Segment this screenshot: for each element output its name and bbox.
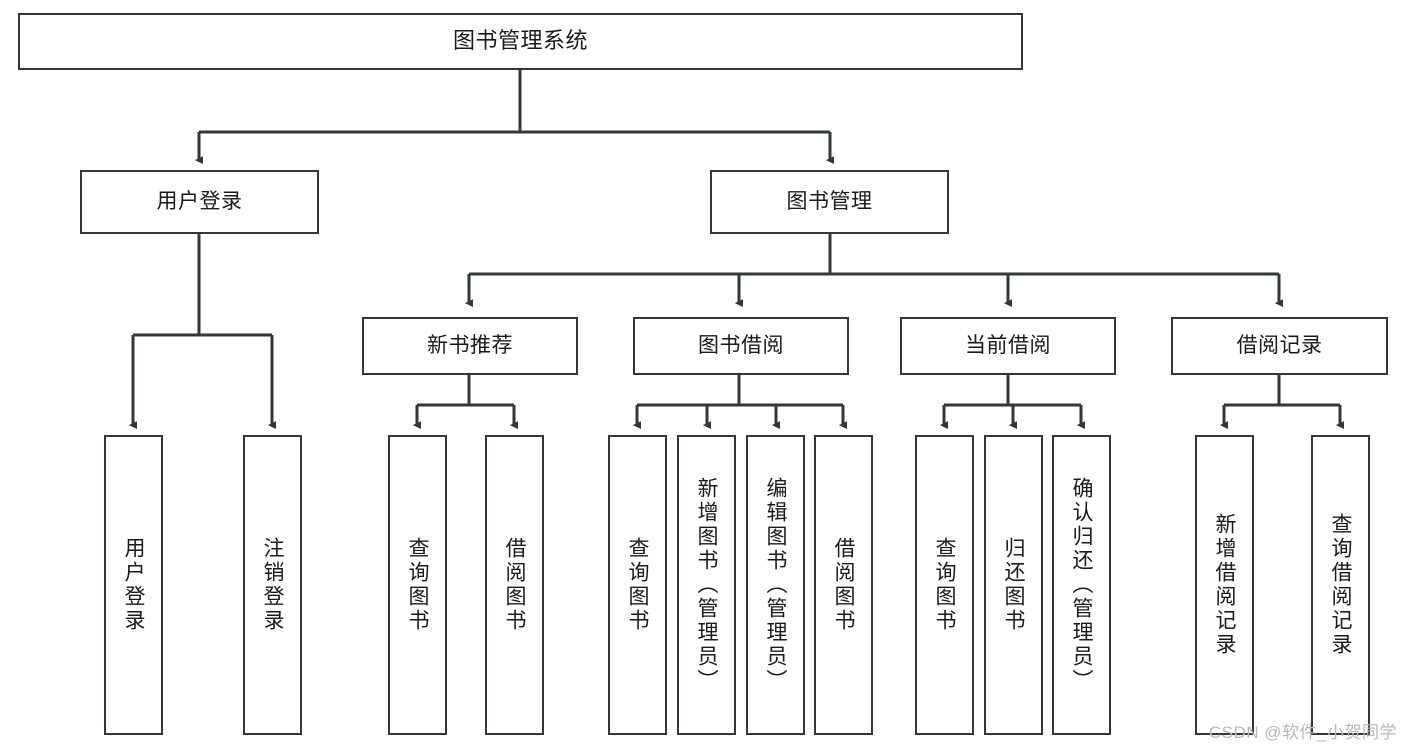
node-label: 查询图书 — [626, 537, 650, 633]
node-label: 查询图书 — [406, 537, 430, 633]
node-leaf-confirm-return[interactable]: 确认归还（管理员） — [1052, 435, 1111, 735]
node-label: 编辑图书（管理员） — [764, 477, 788, 693]
node-label: 图书管理 — [786, 190, 873, 214]
node-book-borrow[interactable]: 图书借阅 — [633, 317, 849, 375]
node-label: 图书借阅 — [698, 334, 784, 358]
node-leaf-borrow-book-2[interactable]: 借阅图书 — [814, 435, 873, 735]
node-label: 用户登录 — [156, 190, 243, 214]
node-label: 借阅图书 — [503, 537, 527, 633]
node-current-borrow[interactable]: 当前借阅 — [900, 317, 1116, 375]
node-leaf-add-book[interactable]: 新增图书（管理员） — [677, 435, 736, 735]
node-leaf-edit-book[interactable]: 编辑图书（管理员） — [746, 435, 805, 735]
node-leaf-add-record[interactable]: 新增借阅记录 — [1195, 435, 1254, 735]
node-new-book-recommend[interactable]: 新书推荐 — [362, 317, 578, 375]
node-book-manage[interactable]: 图书管理 — [710, 170, 949, 234]
node-leaf-query-book-1[interactable]: 查询图书 — [388, 435, 447, 735]
node-label: 当前借阅 — [965, 334, 1051, 358]
node-label: 借阅图书 — [832, 537, 856, 633]
node-label: 新增借阅记录 — [1213, 513, 1237, 657]
node-label: 图书管理系统 — [452, 28, 588, 54]
node-label: 查询借阅记录 — [1329, 513, 1353, 657]
node-label: 借阅记录 — [1236, 334, 1323, 358]
node-label: 查询图书 — [933, 537, 957, 633]
node-leaf-return-book[interactable]: 归还图书 — [984, 435, 1043, 735]
node-leaf-user-login[interactable]: 用户登录 — [104, 435, 163, 735]
node-leaf-query-book-2[interactable]: 查询图书 — [608, 435, 667, 735]
node-borrow-record[interactable]: 借阅记录 — [1171, 317, 1388, 375]
node-label: 注销登录 — [261, 537, 285, 633]
node-label: 新书推荐 — [427, 334, 513, 358]
node-label: 归还图书 — [1002, 537, 1026, 633]
node-label: 新增图书（管理员） — [695, 477, 719, 693]
node-label: 用户登录 — [122, 537, 146, 633]
node-leaf-borrow-book-1[interactable]: 借阅图书 — [485, 435, 544, 735]
node-leaf-query-book-3[interactable]: 查询图书 — [915, 435, 974, 735]
node-root-system[interactable]: 图书管理系统 — [18, 13, 1023, 70]
node-leaf-query-record[interactable]: 查询借阅记录 — [1311, 435, 1370, 735]
node-leaf-logout-login[interactable]: 注销登录 — [243, 435, 302, 735]
node-user-login[interactable]: 用户登录 — [80, 170, 319, 234]
csdn-watermark: CSDN @软件_小贺同学 — [1208, 723, 1397, 742]
node-label: 确认归还（管理员） — [1070, 477, 1094, 693]
